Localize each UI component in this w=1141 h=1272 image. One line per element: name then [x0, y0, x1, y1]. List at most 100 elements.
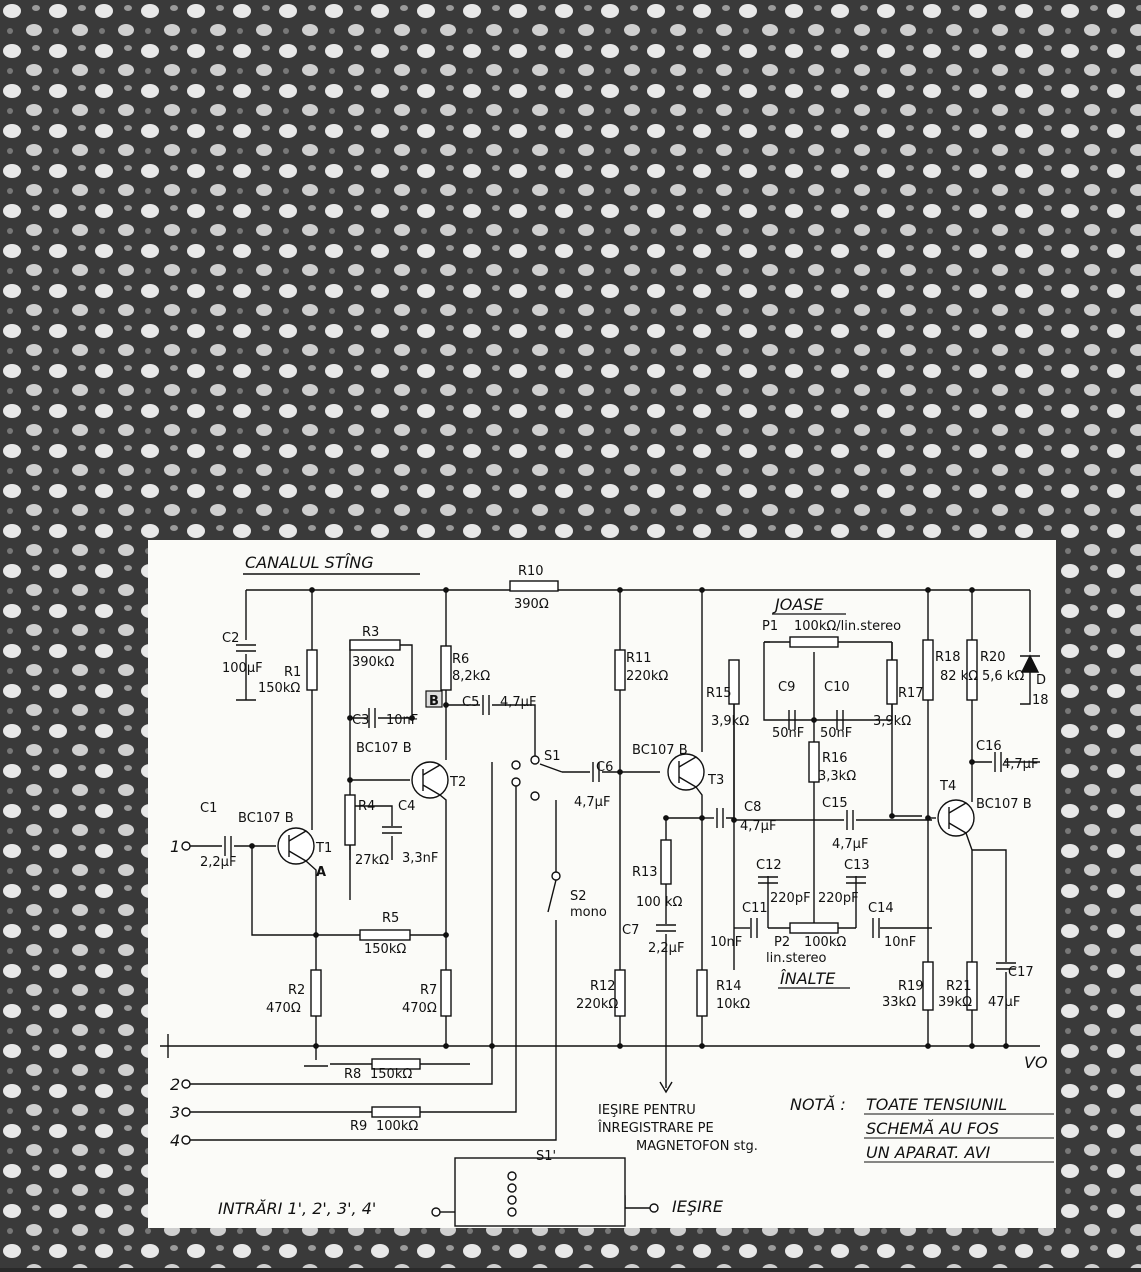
r3-body	[349, 639, 401, 651]
label-r20: R20	[980, 650, 1006, 665]
r21-body	[966, 961, 978, 1011]
value-r13: 100 kΩ	[636, 895, 682, 910]
note-line-3: UN APARAT. AVI	[866, 1143, 991, 1162]
value-c11: 10nF	[710, 935, 742, 950]
junction-dot-7	[409, 715, 415, 721]
r1-body	[306, 649, 318, 691]
label-r12: R12	[590, 979, 616, 994]
label-r9: R9	[350, 1119, 367, 1134]
r15-body	[728, 659, 740, 705]
type-t1: BC107 B	[238, 811, 294, 826]
tape-out-line-2: ÎNREGISTRARE PE	[597, 1120, 714, 1136]
note-label: NOTĂ :	[790, 1095, 846, 1114]
label-r19: R19	[898, 979, 924, 994]
value-c6: 4,7μF	[574, 795, 610, 810]
label-c5: C5	[462, 695, 479, 710]
value-c17: 47μF	[988, 995, 1020, 1010]
label-c1: C1	[200, 801, 217, 816]
c5-to-s1	[492, 704, 536, 760]
value-r16: 3,3kΩ	[818, 769, 856, 784]
junction-dot-28	[1003, 1043, 1009, 1049]
label-c9: C9	[778, 680, 795, 695]
label-r5: R5	[382, 911, 399, 926]
label-s1: S1	[544, 749, 561, 764]
label-c7: C7	[622, 923, 639, 938]
s1b-frame	[454, 1157, 626, 1227]
label-t4: T4	[939, 779, 956, 794]
label-r8: R8	[344, 1067, 361, 1082]
junction-dot-3	[699, 587, 705, 593]
inputs-terminal	[431, 1207, 441, 1217]
label-t2: T2	[449, 775, 466, 790]
input2-line	[190, 762, 493, 1085]
s1-contact-3	[530, 791, 540, 801]
junction-dot-6	[347, 715, 353, 721]
r14-body	[696, 969, 708, 1017]
value-r14: 10kΩ	[716, 997, 750, 1012]
t1-collector	[288, 830, 307, 842]
t3-collector	[678, 756, 697, 768]
value-c5: 4,7μF	[500, 695, 536, 710]
tape-out-line-3: MAGNETOFON stg.	[636, 1139, 758, 1154]
label-r6: R6	[452, 652, 469, 667]
point-b: B	[429, 694, 439, 709]
input-2-terminal	[181, 1079, 191, 1089]
value-r19: 33kΩ	[882, 995, 916, 1010]
s1-contact-1	[511, 760, 521, 770]
s1-contact-2	[511, 777, 521, 787]
sub-d: 18	[1032, 693, 1049, 708]
vo-label: VO	[1024, 1053, 1048, 1072]
t4-emitter	[948, 822, 967, 834]
label-c15: C15	[822, 796, 848, 811]
junction-dot-16	[811, 717, 817, 723]
label-c12: C12	[756, 858, 782, 873]
r17-body	[886, 659, 898, 705]
value-c10: 50nF	[820, 726, 852, 741]
label-r10: R10	[518, 564, 544, 579]
label-p2: P2	[774, 935, 790, 950]
s2-arm	[547, 879, 557, 913]
junction-dot-12	[443, 932, 449, 938]
s1-arm	[539, 763, 563, 773]
label-p1: P1	[762, 619, 778, 634]
components	[181, 580, 1040, 1227]
s2-contact-top	[551, 871, 561, 881]
t1-body	[277, 827, 315, 865]
junction-dot-4	[925, 587, 931, 593]
junction-dot-21	[313, 1043, 319, 1049]
label-c16: C16	[976, 739, 1002, 754]
output-terminal	[649, 1203, 659, 1213]
r9-body	[371, 1106, 421, 1118]
type-t2: BC107 B	[356, 741, 412, 756]
value-c7: 2,2μF	[648, 941, 684, 956]
type-t3: BC107 B	[632, 743, 688, 758]
label-r18: R18	[935, 650, 961, 665]
label-c13: C13	[844, 858, 870, 873]
r2-body	[310, 969, 322, 1017]
wires	[160, 589, 1040, 1213]
value-c12: 220pF	[770, 891, 811, 906]
junction-dot-23	[489, 1043, 495, 1049]
value-p2: 100kΩ	[804, 935, 846, 950]
label-r11: R11	[626, 651, 652, 666]
label-r3: R3	[362, 625, 379, 640]
r12-body	[614, 969, 626, 1017]
label-c17: C17	[1008, 965, 1034, 980]
label-d: D	[1036, 673, 1046, 688]
r10-body	[509, 580, 559, 592]
c17-lead	[972, 849, 1007, 962]
t2-collector	[422, 764, 441, 776]
p2-body	[789, 922, 839, 934]
value-r7: 470Ω	[402, 1001, 437, 1016]
t3-emitter-line	[695, 786, 703, 970]
value-r4: 27kΩ	[355, 853, 389, 868]
note-line-1: TOATE TENSIUNIL	[866, 1095, 1007, 1114]
value-r3: 390kΩ	[352, 655, 394, 670]
r4-body	[344, 794, 356, 846]
t1-emitter	[288, 850, 307, 862]
t3-emitter	[678, 776, 697, 788]
junction-dot-26	[925, 1043, 931, 1049]
value-c1: 2,2μF	[200, 855, 236, 870]
t2-body	[411, 761, 449, 799]
label-r4: R4	[358, 799, 375, 814]
